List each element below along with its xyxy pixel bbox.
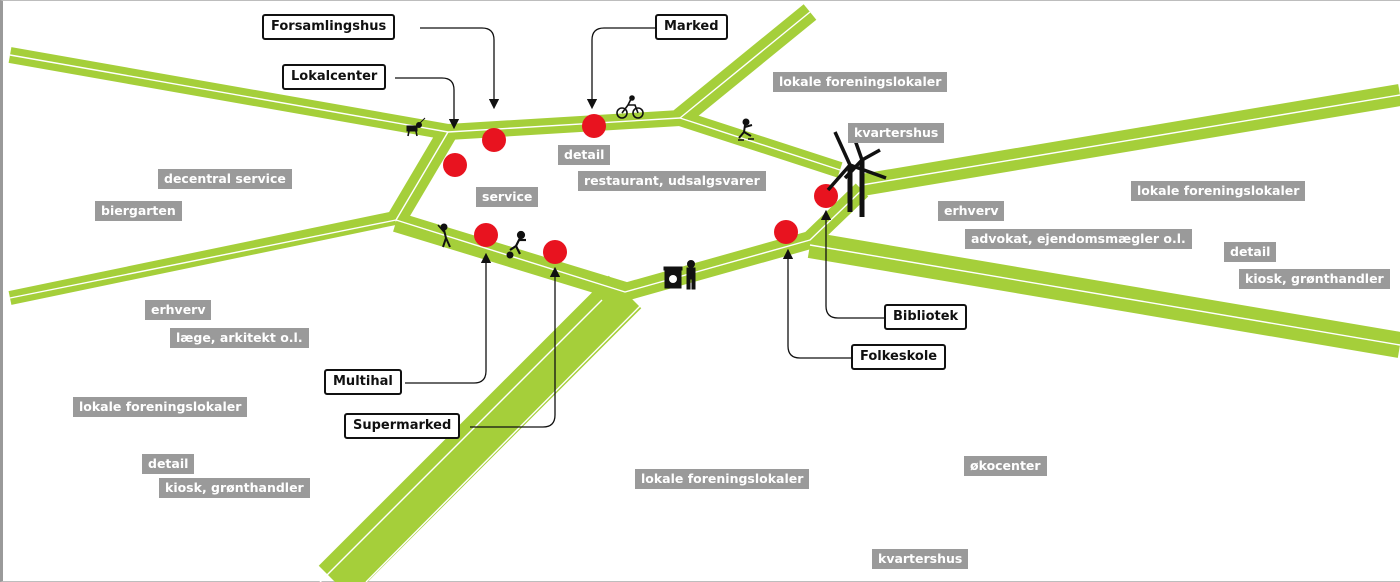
marker-bibliotek[interactable] [814,184,838,208]
tag-kvartershus: kvartershus [848,123,945,143]
marker-marked[interactable] [582,114,606,138]
dog-walker-icon [406,117,426,137]
baseball-player-icon [437,223,451,248]
marker-forsamlingshus[interactable] [482,128,506,152]
tag-detail: detail [142,454,195,474]
skater-icon [738,118,754,141]
marker-lokalcenter[interactable] [443,153,467,177]
tag-laege: læge, arkitekt o.l. [170,328,309,348]
tag-decentral-service: decentral service [158,169,292,189]
tag-biergarten: biergarten [95,201,182,221]
cyclist-icon [616,95,644,119]
road-upper-ring [447,110,843,178]
marker-supermarked[interactable] [543,240,567,264]
label-bibliotek[interactable]: Bibliotek [884,304,968,330]
tag-erhverv: erhverv [145,300,212,320]
tag-detail: detail [558,145,611,165]
label-marked[interactable]: Marked [655,14,728,40]
tag-oekocenter: økocenter [964,456,1047,476]
tag-kvartershus: kvartershus [872,549,969,569]
label-folkeskole[interactable]: Folkeskole [851,344,947,370]
tag-restaurant: restaurant, udsalgsvarer [578,171,766,191]
marker-multihal[interactable] [474,223,498,247]
callout-arrows [395,27,884,428]
marker-folkeskole[interactable] [774,220,798,244]
location-markers [443,114,838,264]
wind-turbine-icon [826,131,887,217]
recycling-person-icon [663,260,696,290]
tag-advokat: advokat, ejendomsmægler o.l. [965,229,1192,249]
road-south [318,275,642,582]
tag-lokale-foreningslokaler: lokale foreningslokaler [73,397,248,417]
label-lokalcenter[interactable]: Lokalcenter [282,64,387,90]
tag-lokale-foreningslokaler: lokale foreningslokaler [773,72,948,92]
label-supermarked[interactable]: Supermarked [344,413,461,439]
tag-kiosk: kiosk, grønthandler [159,478,310,498]
tag-erhverv: erhverv [938,201,1005,221]
label-forsamlingshus[interactable]: Forsamlingshus [262,14,396,40]
tag-lokale-foreningslokaler: lokale foreningslokaler [635,469,810,489]
tag-kiosk: kiosk, grønthandler [1239,269,1390,289]
tag-service: service [476,187,539,207]
label-multihal[interactable]: Multihal [324,369,402,395]
tag-lokale-foreningslokaler: lokale foreningslokaler [1131,181,1306,201]
football-player-icon [506,230,526,259]
tag-detail: detail [1224,242,1277,262]
